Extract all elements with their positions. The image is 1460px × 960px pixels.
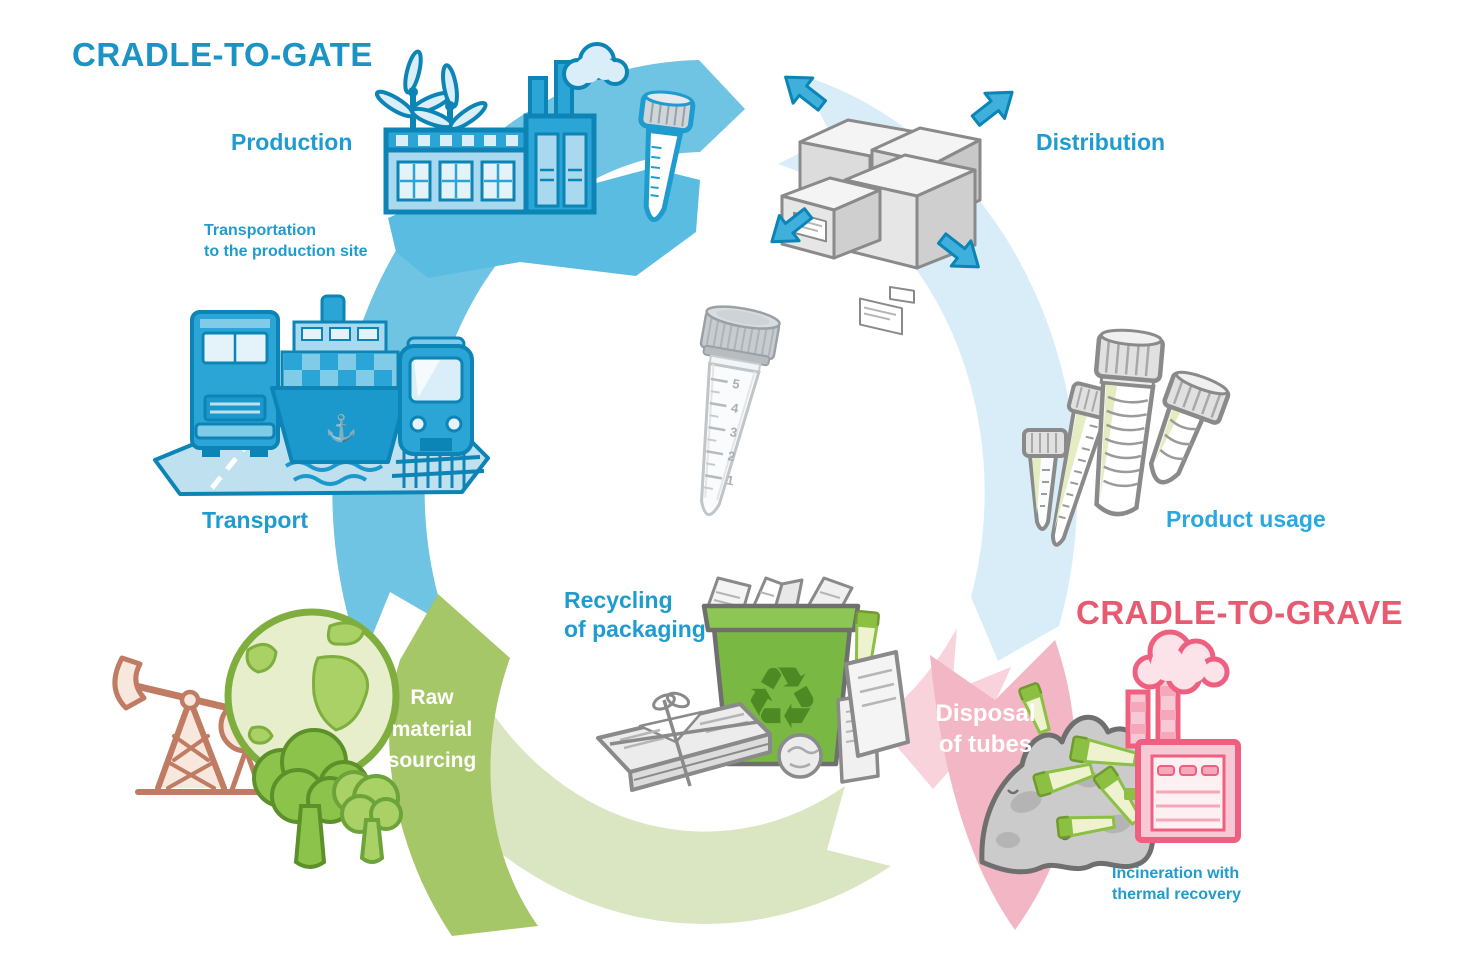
anchor-icon: ⚓ — [325, 413, 357, 443]
transportation-note: Transportation to the production site — [204, 222, 368, 260]
production-label: Production — [231, 129, 353, 155]
svg-text:1: 1 — [725, 472, 735, 488]
disposed-tube-icon — [1092, 765, 1143, 827]
transport-scene: ⚓ — [153, 294, 490, 496]
incineration-plant-icon — [1125, 629, 1241, 843]
disposed-tube-icon — [1018, 682, 1051, 735]
paper-card-icon — [844, 650, 910, 758]
disposed-tube-icon — [1056, 815, 1116, 839]
disposed-tube-icon — [1069, 735, 1138, 767]
svg-text:2: 2 — [727, 448, 737, 464]
cradle-to-gate-title: CRADLE-TO-GATE — [72, 36, 373, 73]
disposed-tube-icon — [1032, 762, 1096, 798]
product-center-tube: 5 4 3 2 1 — [699, 305, 781, 517]
distribution-label: Distribution — [1036, 129, 1166, 155]
recycling-bin-lid — [701, 603, 861, 633]
disposal-scene — [844, 610, 1158, 875]
train-icon — [398, 336, 474, 456]
svg-text:5: 5 — [731, 376, 741, 392]
arc-segment-distribution-usage — [778, 75, 1078, 661]
product-usage-tubes-icon — [1022, 328, 1231, 547]
tube-graduation-numbers: 5 4 3 2 1 — [725, 376, 741, 488]
raw-material-label: Raw material sourcing — [387, 686, 477, 772]
trees-icon — [252, 728, 403, 869]
transport-truck-icon — [190, 310, 280, 457]
cargo-ship-icon: ⚓ — [270, 294, 410, 464]
arc-branch-raw-material — [389, 594, 538, 936]
factory-upper-windows — [396, 135, 518, 146]
svg-text:3: 3 — [729, 424, 739, 440]
arc-segment-recycling — [420, 697, 891, 925]
rail-track — [391, 450, 485, 488]
distribution-arrow-icon — [770, 75, 1014, 269]
smoke-cloud-icon — [1132, 629, 1230, 695]
production-factory-icon — [374, 42, 700, 278]
earth-globe-icon — [224, 608, 400, 784]
recycling-label: Recycling of packaging — [564, 587, 706, 642]
centrifuge-tube-icon — [638, 90, 696, 223]
transport-label: Transport — [202, 507, 309, 533]
smokestack-icon — [528, 42, 629, 124]
cradle-to-grave-title: CRADLE-TO-GRAVE — [1076, 594, 1404, 631]
product-usage-label: Product usage — [1166, 506, 1326, 532]
svg-text:4: 4 — [730, 400, 740, 416]
disposal-label: Disposal of tubes — [935, 700, 1036, 759]
factory-windows — [396, 160, 516, 202]
newspaper-bundle-icon — [596, 691, 772, 792]
crumpled-paper-icon — [777, 733, 823, 779]
incineration-note: Incineration with thermal recovery — [1112, 865, 1241, 903]
raw-material-scene — [112, 608, 403, 869]
